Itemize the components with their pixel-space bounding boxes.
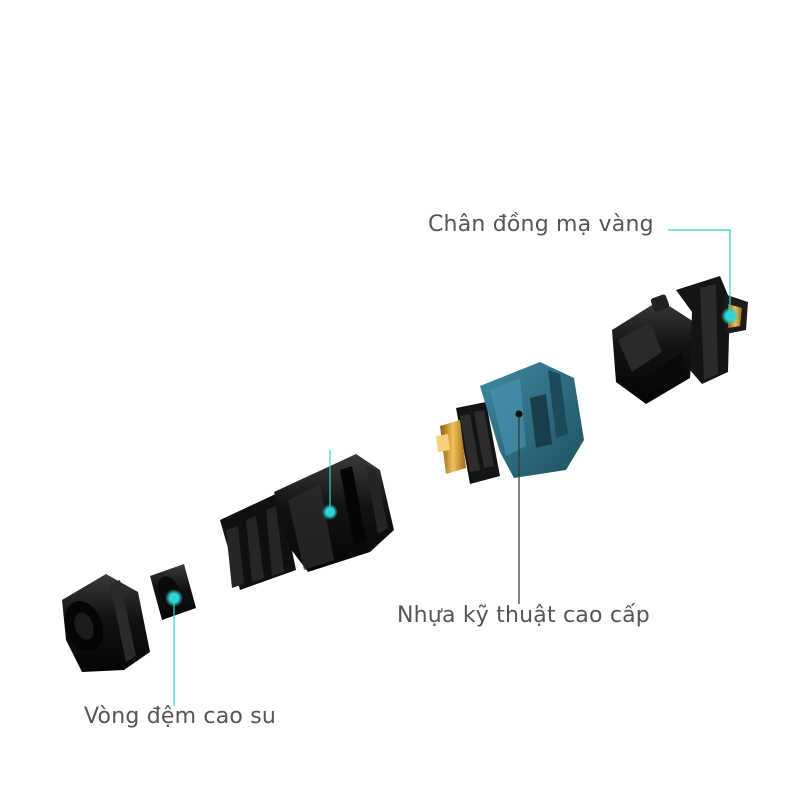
label-rubber-gasket: Vòng đệm cao su xyxy=(84,704,277,729)
gland-cap xyxy=(62,574,150,672)
callout-gold-pins xyxy=(668,229,739,325)
teal-insert xyxy=(436,362,584,484)
callout-coupling-nut xyxy=(322,450,338,520)
label-engineering-plastic: Nhựa kỹ thuật cao cấp xyxy=(397,603,650,628)
panel-socket xyxy=(612,276,748,404)
coupling-nut xyxy=(220,454,394,590)
label-gold-pins: Chân đồng mạ vàng xyxy=(428,212,654,237)
callout-rubber-gasket xyxy=(165,589,183,706)
callout-engineering-plastic xyxy=(515,410,523,604)
